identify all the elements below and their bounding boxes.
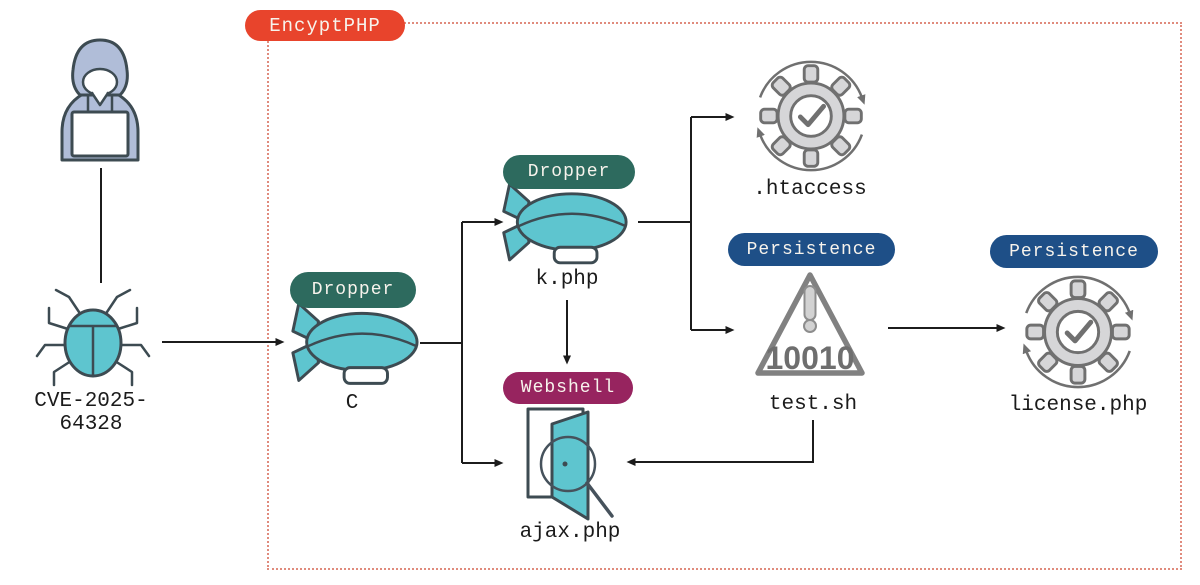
- blimp-icon: [291, 302, 419, 385]
- group-badge-label: EncyptPHP: [269, 14, 381, 37]
- arrow-testsh-to-ajax: [626, 420, 814, 466]
- testsh-label: test.sh: [768, 393, 858, 416]
- dropper-k-badge-label: Dropper: [527, 162, 611, 182]
- dropper-c-label: C: [345, 392, 359, 415]
- dropper-k-badge: Dropper: [503, 155, 635, 189]
- gear-check-icon: [756, 60, 866, 172]
- door-magnifier-icon: [526, 407, 614, 521]
- cve-label: CVE-2025-64328: [34, 390, 148, 436]
- bug-icon: [35, 288, 151, 387]
- ajax-label: ajax.php: [519, 521, 621, 544]
- dropper-c-badge: Dropper: [290, 272, 416, 308]
- gear-check-icon: [1022, 275, 1134, 389]
- htaccess-label: .htaccess: [753, 178, 867, 201]
- group-badge: EncyptPHP: [245, 10, 405, 41]
- license-label: license.php: [1008, 394, 1148, 417]
- persistence-testsh-badge-label: Persistence: [746, 239, 877, 260]
- group-border-box: [267, 22, 1182, 570]
- warning-triangle-icon: 10010: [755, 272, 865, 376]
- persistence-testsh-badge: Persistence: [728, 233, 895, 266]
- blimp-icon: [502, 182, 628, 265]
- persistence-license-badge-label: Persistence: [1009, 241, 1139, 262]
- hacker-icon: [60, 38, 140, 162]
- webshell-badge: Webshell: [503, 372, 633, 404]
- triangle-code-text: 10010: [766, 340, 855, 376]
- dropper-k-label: k.php: [535, 268, 599, 291]
- webshell-badge-label: Webshell: [520, 378, 616, 398]
- dropper-c-badge-label: Dropper: [311, 280, 395, 300]
- persistence-license-badge: Persistence: [990, 235, 1158, 268]
